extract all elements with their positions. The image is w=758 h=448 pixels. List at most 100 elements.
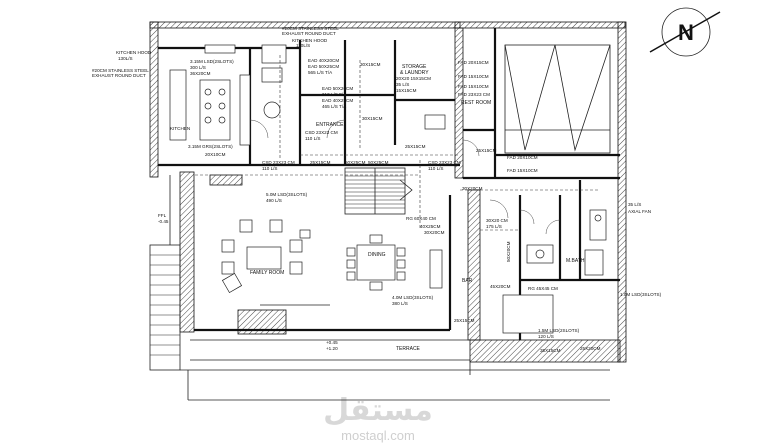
label-size-45x20: 45X20CM — [490, 284, 511, 289]
label-lsd-kitchen-bottom: 3.15M GRS(2SLOTS) — [188, 144, 233, 149]
label-lsd-right: 1.0M LSD(3SLOTS) — [620, 292, 662, 297]
label-size-25x15b: 25X15CM — [405, 144, 426, 149]
label-axial-fan: AXIAL FAN — [628, 209, 651, 214]
label-fad-2: FAD 15X10CM — [458, 74, 489, 79]
label-storage-size2: 15X15CM — [396, 88, 417, 93]
label-ss-duct-top: #20CM STAINLESS STEEL — [282, 26, 339, 31]
label-fad-3: FAD 15X10CM — [458, 84, 489, 89]
watermark-arabic: مستقل — [323, 393, 433, 428]
label-size-25x20: 25X20CM — [580, 346, 601, 351]
label-lsd-dining-flow: 380 L/S — [392, 301, 408, 306]
label-fad-6: FAD 15X10CM — [507, 168, 538, 173]
label-m-bath: M.BATH — [566, 258, 585, 264]
external-stair — [149, 175, 610, 401]
label-ead-1: EAD 40X20CM — [308, 58, 339, 63]
north-arrow: N — [649, 7, 721, 57]
void-skylight — [504, 44, 611, 154]
label-ead-2d: 465 L/S T/A — [322, 104, 347, 109]
label-exhaust-duct-left: EXHAUST ROUND DUCT — [92, 73, 146, 78]
label-csd-2-flow: 110 L/S — [262, 166, 278, 171]
east-wall — [617, 21, 627, 363]
bath-south-wall — [469, 339, 621, 363]
label-csd-3-flow: 110 L/S — [428, 166, 444, 171]
label-kitchen-hood-mid: KITCHEN HOOD — [292, 38, 328, 43]
label-ead-2b: 610 L/S F/A — [322, 92, 347, 97]
label-axial-fan-flow: 35 L/S — [628, 202, 641, 207]
label-csd-2: CSD 23X23 CM — [262, 160, 295, 165]
label-size-20x10: 20X10CM — [205, 152, 226, 157]
label-level-left: FFL — [158, 213, 167, 218]
family-room-furniture — [221, 219, 330, 306]
duct-runs — [195, 55, 600, 231]
label-level-mark2: +1.20 — [326, 346, 338, 351]
label-ead-1c: 565 L/S T/A — [308, 70, 333, 75]
label-storage-flow: 35 L/S — [396, 82, 409, 87]
label-ead-2c: EAD 40X25CM — [322, 98, 353, 103]
label-entrance: ENTRANCE — [316, 122, 344, 128]
label-storage-size: 20X20 15X15CM — [396, 76, 431, 81]
north-label: N — [678, 20, 694, 45]
label-fad-1: FAD 20X15CM — [458, 60, 489, 65]
label-rg-45x45: RG 45X45 CM — [528, 286, 558, 291]
label-exhaust-duct-top: EXHAUST ROUND DUCT — [282, 31, 336, 36]
west-wall-lower — [179, 171, 195, 333]
label-csd-1-flow: 110 L/S — [305, 136, 321, 141]
kitchen-fixtures — [169, 44, 287, 146]
label-size-60x40: RG 60X40 CM — [406, 216, 436, 221]
label-rest-room: REST ROOM — [461, 100, 491, 106]
label-size-50x20: 50X20CM — [506, 241, 511, 262]
label-size-30x15b: 30X15CM — [362, 116, 383, 121]
label-flow-175: 175 L/S — [486, 224, 502, 229]
label-csd-3: CSD 23X23 CM — [428, 160, 461, 165]
label-ead-2: EAD 50X20CM — [322, 86, 353, 91]
label-size-25x15: 25X15CM — [310, 160, 331, 165]
label-kitchen-hood-top: KITCHEN HOOD — [116, 50, 152, 55]
label-level-left2: -0.45 — [158, 219, 169, 224]
label-ead-1b: EAD 50X25CM — [308, 64, 339, 69]
fireplace — [209, 174, 243, 186]
label-size-40x25: 40X25CM — [420, 224, 441, 229]
bath-fixtures — [424, 114, 607, 334]
label-family-room: FAMILY ROOM — [250, 270, 284, 276]
label-size-30x20: 30X20CM — [462, 186, 483, 191]
label-csd-1: CSD 23X23 CM — [305, 130, 338, 135]
label-kitchen: KITCHEN — [170, 126, 190, 131]
interior-walls — [158, 28, 620, 375]
label-size-50x25: 50X25CM — [345, 160, 366, 165]
label-lsd-bath: 1.5M LSD(2SLOTS) — [538, 328, 580, 333]
label-size-30x20b: 30X20CM — [424, 230, 445, 235]
watermark: مستقل mostaql.com — [323, 393, 433, 443]
label-size-25x15d: 25X15CM — [454, 318, 475, 323]
staircase — [344, 167, 413, 215]
label-kitchen-hood-top-flow: 130L/S — [118, 56, 133, 61]
label-lsd-kitchen-top-flow: 300 L/S — [190, 65, 206, 70]
dining-furniture — [346, 234, 443, 291]
core-wall — [454, 27, 464, 179]
west-wall-upper — [149, 21, 159, 178]
label-lsd-family-flow: 490 L/S — [266, 198, 282, 203]
label-laundry: & LAUNDRY — [400, 70, 429, 76]
label-lsd-kitchen-top-size: 36X20CM — [190, 71, 211, 76]
label-size-35x15: 35X15CM — [540, 348, 561, 353]
label-kitchen-hood-mid-flow: 110L/S — [296, 43, 310, 48]
label-dining: DINING — [368, 252, 386, 258]
label-size-30x20c: 30X20 CM — [486, 218, 508, 223]
label-size-30x15: 30X15CM — [360, 62, 381, 67]
north-wall-right — [454, 21, 626, 29]
label-lsd-kitchen-top: 3.15M LSD(2SLOTS) — [190, 59, 234, 64]
label-ss-duct-left: #20CM STAINLESS STEEL — [92, 68, 149, 73]
label-terrace: TERRACE — [396, 346, 421, 352]
label-lsd-dining: 4.0M LSD(3SLOTS) — [392, 295, 434, 300]
plan-labels: KITCHEN HOOD 130L/S #20CM STAINLESS STEE… — [92, 26, 662, 353]
label-lsd-family: 5.0M LSD(3SLOTS) — [266, 192, 308, 197]
label-lsd-bath-flow: 120 L/S — [538, 334, 554, 339]
label-size-25x15c: 25X15CM — [476, 148, 497, 153]
label-fad-5: FAD 20X10CM — [507, 155, 538, 160]
label-bar: BAR — [462, 278, 473, 284]
door-swings — [249, 119, 561, 235]
label-size-50x25b: 50X25CM — [368, 160, 389, 165]
watermark-latin: mostaql.com — [341, 428, 415, 443]
label-level-mark: +0.45 — [326, 340, 338, 345]
label-storage: STORAGE — [402, 64, 427, 70]
